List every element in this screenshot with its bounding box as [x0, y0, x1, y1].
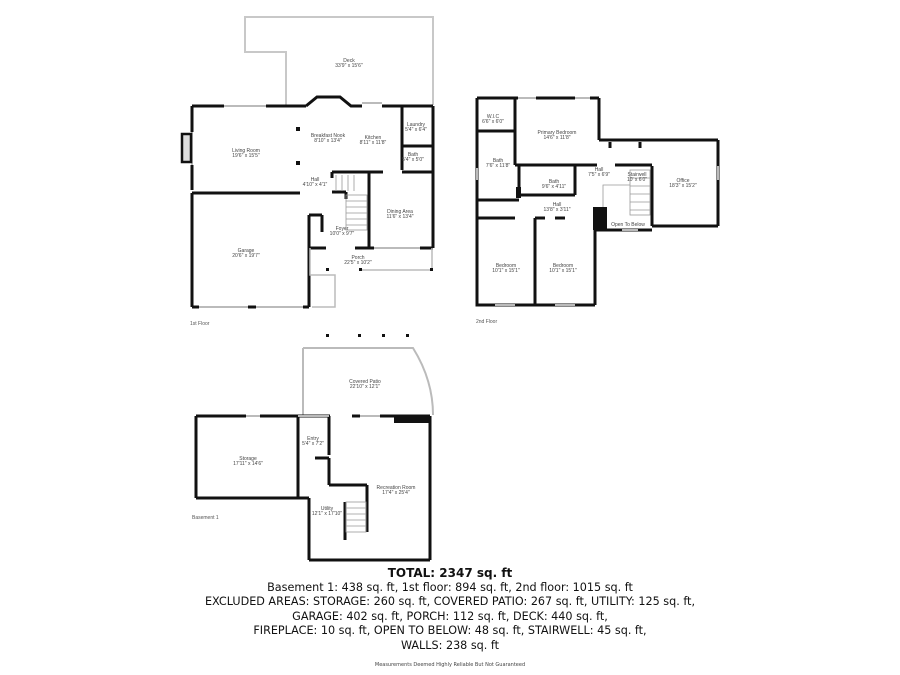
room-label-dining-area: Dining Area: [387, 209, 413, 215]
floor-label-basement: Basement 1: [192, 515, 219, 521]
posts-row: [326, 334, 409, 337]
room-dims-bedroom-2: 10'1" x 15'1": [549, 268, 577, 274]
room-dims-garage: 20'6" x 19'7": [232, 253, 260, 259]
room-dims-laundry: 5'4" x 6'4": [405, 127, 427, 133]
room-label-porch: Porch: [351, 255, 364, 261]
room-label-bedroom-2: Bedroom: [553, 263, 573, 269]
room-dims-storage: 17'11" x 14'6": [233, 461, 263, 467]
room-dims-entry: 5'4" x 7'2": [302, 441, 324, 447]
second-floor-plan: W.I.C 6'6" x 6'0" Primary Bedroom 14'6" …: [475, 96, 720, 325]
room-dims-living-room: 19'6" x 15'5": [232, 153, 260, 159]
room-label-wic: W.I.C: [487, 114, 500, 120]
room-label-bath-2b: Bath: [549, 179, 560, 185]
room-dims-utility: 12'1" x 17'10": [312, 511, 342, 517]
room-dims-breakfast-nook: 8'10" x 13'4": [314, 138, 342, 144]
room-dims-wic: 6'6" x 6'0": [482, 119, 504, 125]
summary-line-excluded-3: FIREPLACE: 10 sq. ft, OPEN TO BELOW: 48 …: [253, 624, 647, 638]
room-dims-primary-bedroom: 14'6" x 11'8": [543, 135, 570, 141]
room-dims-foyer: 10'0" x 9'7": [330, 231, 355, 237]
room-dims-stairwell: 10' x 6'0": [627, 177, 647, 183]
room-dims-deck: 33'9" x 15'6": [335, 63, 363, 69]
room-label-foyer: Foyer: [336, 226, 349, 232]
room-label-living-room: Living Room: [232, 148, 260, 154]
room-label-deck: Deck: [343, 58, 355, 64]
room-dims-bedroom-1: 10'1" x 15'1": [492, 268, 520, 274]
room-label-stairwell: Stairwell: [628, 172, 647, 178]
room-dims-bath-2b: 9'6" x 4'11": [542, 184, 566, 190]
room-label-laundry: Laundry: [407, 122, 426, 128]
room-label-garage: Garage: [238, 248, 255, 254]
room-label-kitchen: Kitchen: [365, 135, 382, 141]
room-dims-kitchen: 8'11" x 11'8": [360, 140, 387, 146]
room-label-hall-2a: Hall: [595, 167, 604, 173]
room-label-utility: Utility: [321, 506, 334, 512]
floor-label-first: 1st Floor: [190, 321, 210, 327]
room-dims-hall-2b: 13'8" x 3'11": [543, 207, 570, 213]
room-label-covered-patio: Covered Patio: [349, 379, 381, 385]
room-dims-bath-2a: 7'6" x 11'8": [486, 163, 510, 169]
room-dims-hall: 4'10" x 4'1": [303, 182, 328, 188]
room-dims-bath: 5'4" x 5'0": [402, 157, 424, 163]
room-label-bedroom-1: Bedroom: [496, 263, 516, 269]
total-area: TOTAL: 2347 sq. ft: [387, 566, 513, 580]
room-dims-dining-area: 11'6" x 13'4": [386, 214, 413, 220]
room-label-primary-bedroom: Primary Bedroom: [538, 130, 577, 136]
room-dims-hall-2a: 7'5" x 6'9": [588, 172, 610, 178]
area-summary: TOTAL: 2347 sq. ft Basement 1: 438 sq. f…: [0, 566, 900, 668]
room-label-office: Office: [677, 178, 690, 184]
floor-label-second: 2nd Floor: [476, 319, 497, 325]
room-label-bath-2a: Bath: [493, 158, 504, 164]
first-floor-plan: Deck 33'9" x 15'6" Living Room 19'6" x 1…: [180, 16, 435, 327]
room-label-entry: Entry: [307, 436, 319, 442]
summary-line-excluded-2: GARAGE: 402 sq. ft, PORCH: 112 sq. ft, D…: [292, 609, 608, 623]
room-dims-covered-patio: 22'10" x 12'1": [350, 384, 380, 390]
room-label-recreation-room: Recreation Room: [377, 485, 416, 491]
room-dims-recreation-room: 17'4" x 25'4": [382, 490, 410, 496]
room-label-hall-2b: Hall: [553, 202, 562, 208]
disclaimer: Measurements Deemed Highly Reliable But …: [374, 662, 526, 669]
summary-line-excluded-1: EXCLUDED AREAS: STORAGE: 260 sq. ft, COV…: [204, 595, 696, 609]
room-label-breakfast-nook: Breakfast Nook: [311, 133, 346, 139]
room-label-storage: Storage: [239, 456, 257, 462]
room-dims-porch: 22'5" x 10'2": [344, 260, 372, 266]
room-label-open-to-below: Open To Below: [611, 222, 645, 228]
room-label-hall: Hall: [311, 177, 320, 183]
room-dims-office: 18'3" x 15'2": [669, 183, 697, 189]
summary-line-floors: Basement 1: 438 sq. ft, 1st floor: 894 s…: [267, 581, 633, 594]
basement-plan: Covered Patio 22'10" x 12'1" Entry 5'4" …: [192, 347, 434, 562]
summary-line-walls: WALLS: 238 sq. ft: [400, 638, 500, 652]
room-label-bath: Bath: [408, 152, 419, 158]
